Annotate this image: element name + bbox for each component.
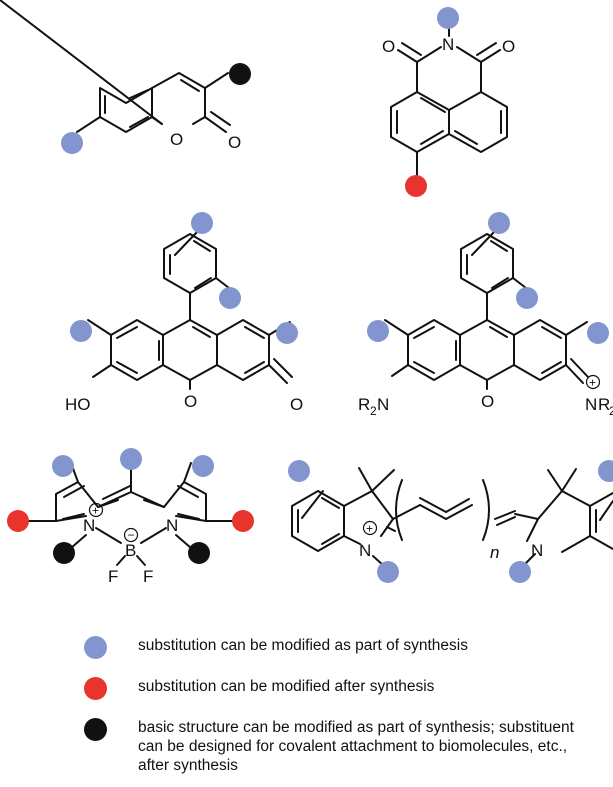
- coumarin-ring-oxygen: O: [170, 130, 183, 149]
- cyanine-blue-dot-right-n: [509, 561, 531, 583]
- legend-item-red: substitution can be modified after synth…: [82, 677, 602, 700]
- legend-text-black: basic structure can be modified as part …: [138, 719, 574, 774]
- bodipy-fluorine-right: F: [143, 567, 153, 586]
- bodipy-right-nitrogen: N: [166, 516, 178, 535]
- fluorescein-keto-oxygen: O: [290, 395, 303, 414]
- coumarin-carbonyl-oxygen: O: [228, 133, 241, 152]
- rhodamine-blue-dot-left: [367, 320, 389, 342]
- naphthalimide-blue-dot: [437, 7, 459, 29]
- bodipy-minus-charge: −: [128, 528, 135, 542]
- bodipy-plus-circle: [88, 502, 104, 518]
- red-dot-icon: [84, 677, 107, 700]
- naphthalimide-red-dot: [405, 175, 427, 197]
- naphthalimide-nitrogen: N: [442, 35, 454, 54]
- bodipy-structure: N B N F F + −: [7, 448, 254, 586]
- bodipy-blue-dot-right: [192, 455, 214, 477]
- naphthalimide-structure: N O O: [382, 7, 515, 197]
- bodipy-blue-dot-meso: [120, 448, 142, 470]
- cyanine-plus-circle: [362, 520, 378, 536]
- fluorescein-blue-dot-phenyl: [219, 287, 241, 309]
- cyanine-left-nitrogen: N: [359, 541, 371, 560]
- rhodamine-right-r: R: [598, 395, 610, 414]
- rhodamine-ring-oxygen: O: [481, 392, 494, 411]
- cyanine-blue-dot-right-ring: [598, 460, 613, 482]
- rhodamine-right-nitrogen: N: [585, 395, 597, 414]
- cyanine-plus-charge: +: [366, 522, 373, 536]
- rhodamine-left-nitrogen: N: [377, 395, 389, 414]
- bodipy-red-dot-left: [7, 510, 29, 532]
- naphthalimide-oxygen-left: O: [382, 37, 395, 56]
- fluorescein-structure: HO O O: [65, 212, 303, 414]
- rhodamine-right-subscript: 2: [609, 404, 613, 418]
- rhodamine-charge-circle: [585, 374, 601, 390]
- coumarin-blue-dot: [61, 132, 83, 154]
- bodipy-black-dot-left: [53, 542, 75, 564]
- cyanine-blue-dot-left-n: [377, 561, 399, 583]
- bodipy-plus-charge: +: [92, 504, 99, 518]
- rhodamine-left-subscript: 2: [370, 404, 377, 418]
- bodipy-left-nitrogen: N: [83, 516, 95, 535]
- naphthalimide-oxygen-right: O: [502, 37, 515, 56]
- fluorescein-ring-oxygen: O: [184, 392, 197, 411]
- legend-item-black: basic structure can be modified as part …: [82, 718, 602, 775]
- fluorescein-blue-dot-top: [191, 212, 213, 234]
- cyanine-bracket-right: [482, 479, 490, 541]
- coumarin-structure: O O: [0, 0, 251, 154]
- rhodamine-blue-dot-phenyl: [516, 287, 538, 309]
- rhodamine-left-r: R: [358, 395, 370, 414]
- bodipy-black-dot-right: [188, 542, 210, 564]
- rhodamine-plus-charge: +: [589, 376, 596, 390]
- blue-dot-icon: [84, 636, 107, 659]
- cyanine-blue-dot-left-ring: [288, 460, 310, 482]
- legend-text-blue: substitution can be modified as part of …: [138, 637, 468, 654]
- black-dot-icon: [84, 718, 107, 741]
- bodipy-fluorine-left: F: [108, 567, 118, 586]
- cyanine-bracket-left: [395, 479, 403, 541]
- legend: substitution can be modified as part of …: [82, 636, 602, 775]
- legend-text-red: substitution can be modified after synth…: [138, 678, 435, 695]
- rhodamine-blue-dot-right: [587, 322, 609, 344]
- coumarin-black-dot: [229, 63, 251, 85]
- bodipy-blue-dot-left: [52, 455, 74, 477]
- cyanine-structure: N N n +: [288, 460, 613, 583]
- cyanine-repeat-n: n: [490, 543, 499, 562]
- legend-item-blue: substitution can be modified as part of …: [82, 636, 602, 659]
- fluorescein-hydroxyl: HO: [65, 395, 91, 414]
- fluorescein-blue-dot-left: [70, 320, 92, 342]
- bodipy-minus-circle: [123, 527, 139, 543]
- rhodamine-blue-dot-top: [488, 212, 510, 234]
- rhodamine-structure: R 2 N O N R 2 +: [358, 212, 613, 418]
- cyanine-right-nitrogen: N: [531, 541, 543, 560]
- fluorescein-blue-dot-right: [276, 322, 298, 344]
- bodipy-red-dot-right: [232, 510, 254, 532]
- bodipy-boron: B: [125, 541, 136, 560]
